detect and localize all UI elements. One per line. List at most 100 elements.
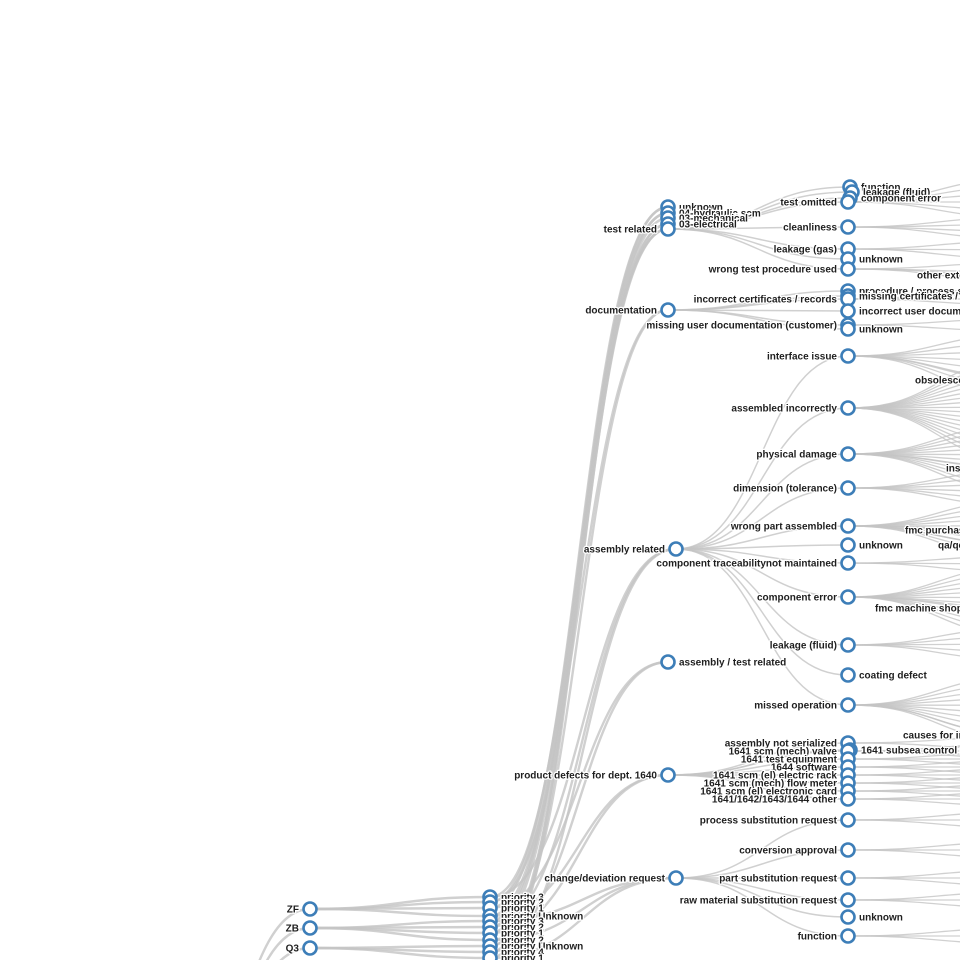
node-circle-test-omitted[interactable]: [840, 194, 856, 210]
tree-link-fan: [847, 704, 960, 733]
node-circle-coating-defect[interactable]: [840, 667, 856, 683]
tree-link-fan: [847, 761, 960, 768]
node-label-conversion-approval: conversion approval: [739, 846, 837, 857]
node-circle-leakage-fluid[interactable]: [840, 637, 856, 653]
node-label-test-omitted: test omitted: [780, 198, 837, 209]
node-label-process-substitution: process substitution request: [700, 816, 838, 827]
tree-link: [667, 309, 849, 330]
node-circle-missed-operation[interactable]: [840, 697, 856, 713]
node-circle-wrong-part[interactable]: [840, 518, 856, 534]
node-label-leakage-gas: leakage (gas): [774, 245, 837, 256]
tree-link-fan: [847, 774, 960, 781]
tree-link-fan: [847, 935, 960, 943]
node-circle-change-deviation[interactable]: [668, 870, 684, 886]
node-label-p5: priority 3: [501, 917, 544, 928]
node-circle-function[interactable]: [840, 928, 856, 944]
tree-link-fan: [847, 298, 960, 305]
tree-link-fan: [847, 758, 960, 765]
node-circle-dimension-tolerance[interactable]: [840, 480, 856, 496]
node-circle-interface-issue[interactable]: [840, 348, 856, 364]
tree-node-wrong-test-procedure: [840, 261, 856, 277]
tree-node-q3: [302, 940, 318, 956]
node-circle-test-related[interactable]: [660, 221, 676, 237]
tree-link-fan: [847, 242, 960, 250]
tree-node-raw-material-substitution: [840, 892, 856, 908]
tree-link-fan: [847, 871, 960, 879]
node-circle-component-traceability[interactable]: [840, 555, 856, 571]
node-label-unknown-4: unknown: [859, 913, 903, 924]
node-circle-incorrect-user-doc[interactable]: [840, 303, 856, 319]
tree-link-fan: [847, 843, 960, 851]
node-circle-physical-damage[interactable]: [840, 446, 856, 462]
tree-node-test-omitted: [840, 194, 856, 210]
tree-link-fan: [847, 226, 960, 237]
tree-link-fan: [847, 899, 960, 907]
node-circle-zf[interactable]: [302, 901, 318, 917]
tree-link: [675, 548, 849, 646]
tree-link: [265, 926, 312, 960]
tree-link: [667, 774, 849, 800]
node-label-electrical: 03-electrical: [679, 220, 737, 231]
tree-link-fan: [847, 596, 960, 627]
node-circle-assembly-related[interactable]: [668, 541, 684, 557]
tree-node-physical-damage: [840, 446, 856, 462]
tree-link-fan: [847, 248, 960, 257]
node-label-assembly-not-serialized: assembly not serialized: [725, 739, 837, 750]
tree-link-fan: [847, 355, 960, 386]
node-circle-assembly-test-related[interactable]: [660, 654, 676, 670]
node-label-subsea-control-module: 1641 subsea control module: [861, 746, 960, 757]
node-label-flow-meter: 1641 scm (mech) flow meter: [704, 779, 837, 790]
node-label-zf: ZF: [287, 905, 299, 916]
node-label-raw-material-substitution: raw material substitution request: [680, 896, 838, 907]
node-label-function: function: [798, 932, 837, 943]
node-circle-zb[interactable]: [302, 920, 318, 936]
node-circle-raw-material-substitution[interactable]: [840, 892, 856, 908]
tree-node-assembled-incorrectly: [840, 400, 856, 416]
tree-link: [667, 226, 849, 230]
node-label-q3: Q3: [286, 944, 300, 955]
node-circle-q3[interactable]: [302, 940, 318, 956]
node-circle-part-substitution[interactable]: [840, 870, 856, 886]
tree-link-fan: [847, 766, 960, 773]
node-label-component-error: component error: [757, 593, 837, 604]
node-circle-unknown-2[interactable]: [840, 321, 856, 337]
node-circle-assembled-incorrectly[interactable]: [840, 400, 856, 416]
tree-node-assembly-related: [668, 541, 684, 557]
tree-node-conversion-approval: [840, 842, 856, 858]
tree-link: [279, 946, 312, 960]
node-label-p10: priority 4: [501, 948, 544, 959]
tree-link-fan: [847, 474, 960, 489]
tree-link-fan: [847, 798, 960, 805]
tree-node-dimension-tolerance: [840, 480, 856, 496]
tree-link: [308, 946, 492, 960]
node-label-software-1644: 1644 software: [771, 763, 838, 774]
node-circle-conversion-approval[interactable]: [840, 842, 856, 858]
tree-link-fan: [847, 201, 960, 215]
node-circle-product-defects-1640[interactable]: [660, 767, 676, 783]
tree-node-leakage-fluid: [840, 637, 856, 653]
tree-link-fan: [847, 407, 960, 448]
node-circle-p11[interactable]: [482, 950, 498, 960]
node-label-scm-valve: 1641 scm (mech) valve: [729, 747, 838, 758]
node-label-assembled-incorrectly: assembled incorrectly: [731, 404, 837, 415]
tree-link: [488, 547, 678, 954]
node-label-p2: priority 2: [501, 898, 544, 909]
node-circle-process-substitution[interactable]: [840, 812, 856, 828]
node-circle-other-164x[interactable]: [840, 791, 856, 807]
tree-link-fan: [847, 742, 960, 749]
node-circle-cleanliness[interactable]: [840, 219, 856, 235]
node-circle-documentation[interactable]: [660, 302, 676, 318]
node-circle-unknown-3[interactable]: [840, 537, 856, 553]
node-label-leakage-fluid: leakage (fluid): [770, 641, 837, 652]
tree-node-p11: [482, 950, 498, 960]
tree-link: [488, 773, 670, 935]
node-label-electric-rack: 1641 scm (el) electric rack: [713, 771, 837, 782]
node-label-incorrect-certificates: incorrect certificates / records: [694, 295, 838, 306]
node-circle-wrong-test-procedure[interactable]: [840, 261, 856, 277]
node-circle-component-error[interactable]: [840, 589, 856, 605]
node-circle-unknown-4[interactable]: [840, 909, 856, 925]
tree-link-fan: [847, 644, 960, 651]
tree-node-coating-defect: [840, 667, 856, 683]
tree-link-fan: [847, 562, 960, 571]
tree-link-fan: [847, 453, 960, 483]
